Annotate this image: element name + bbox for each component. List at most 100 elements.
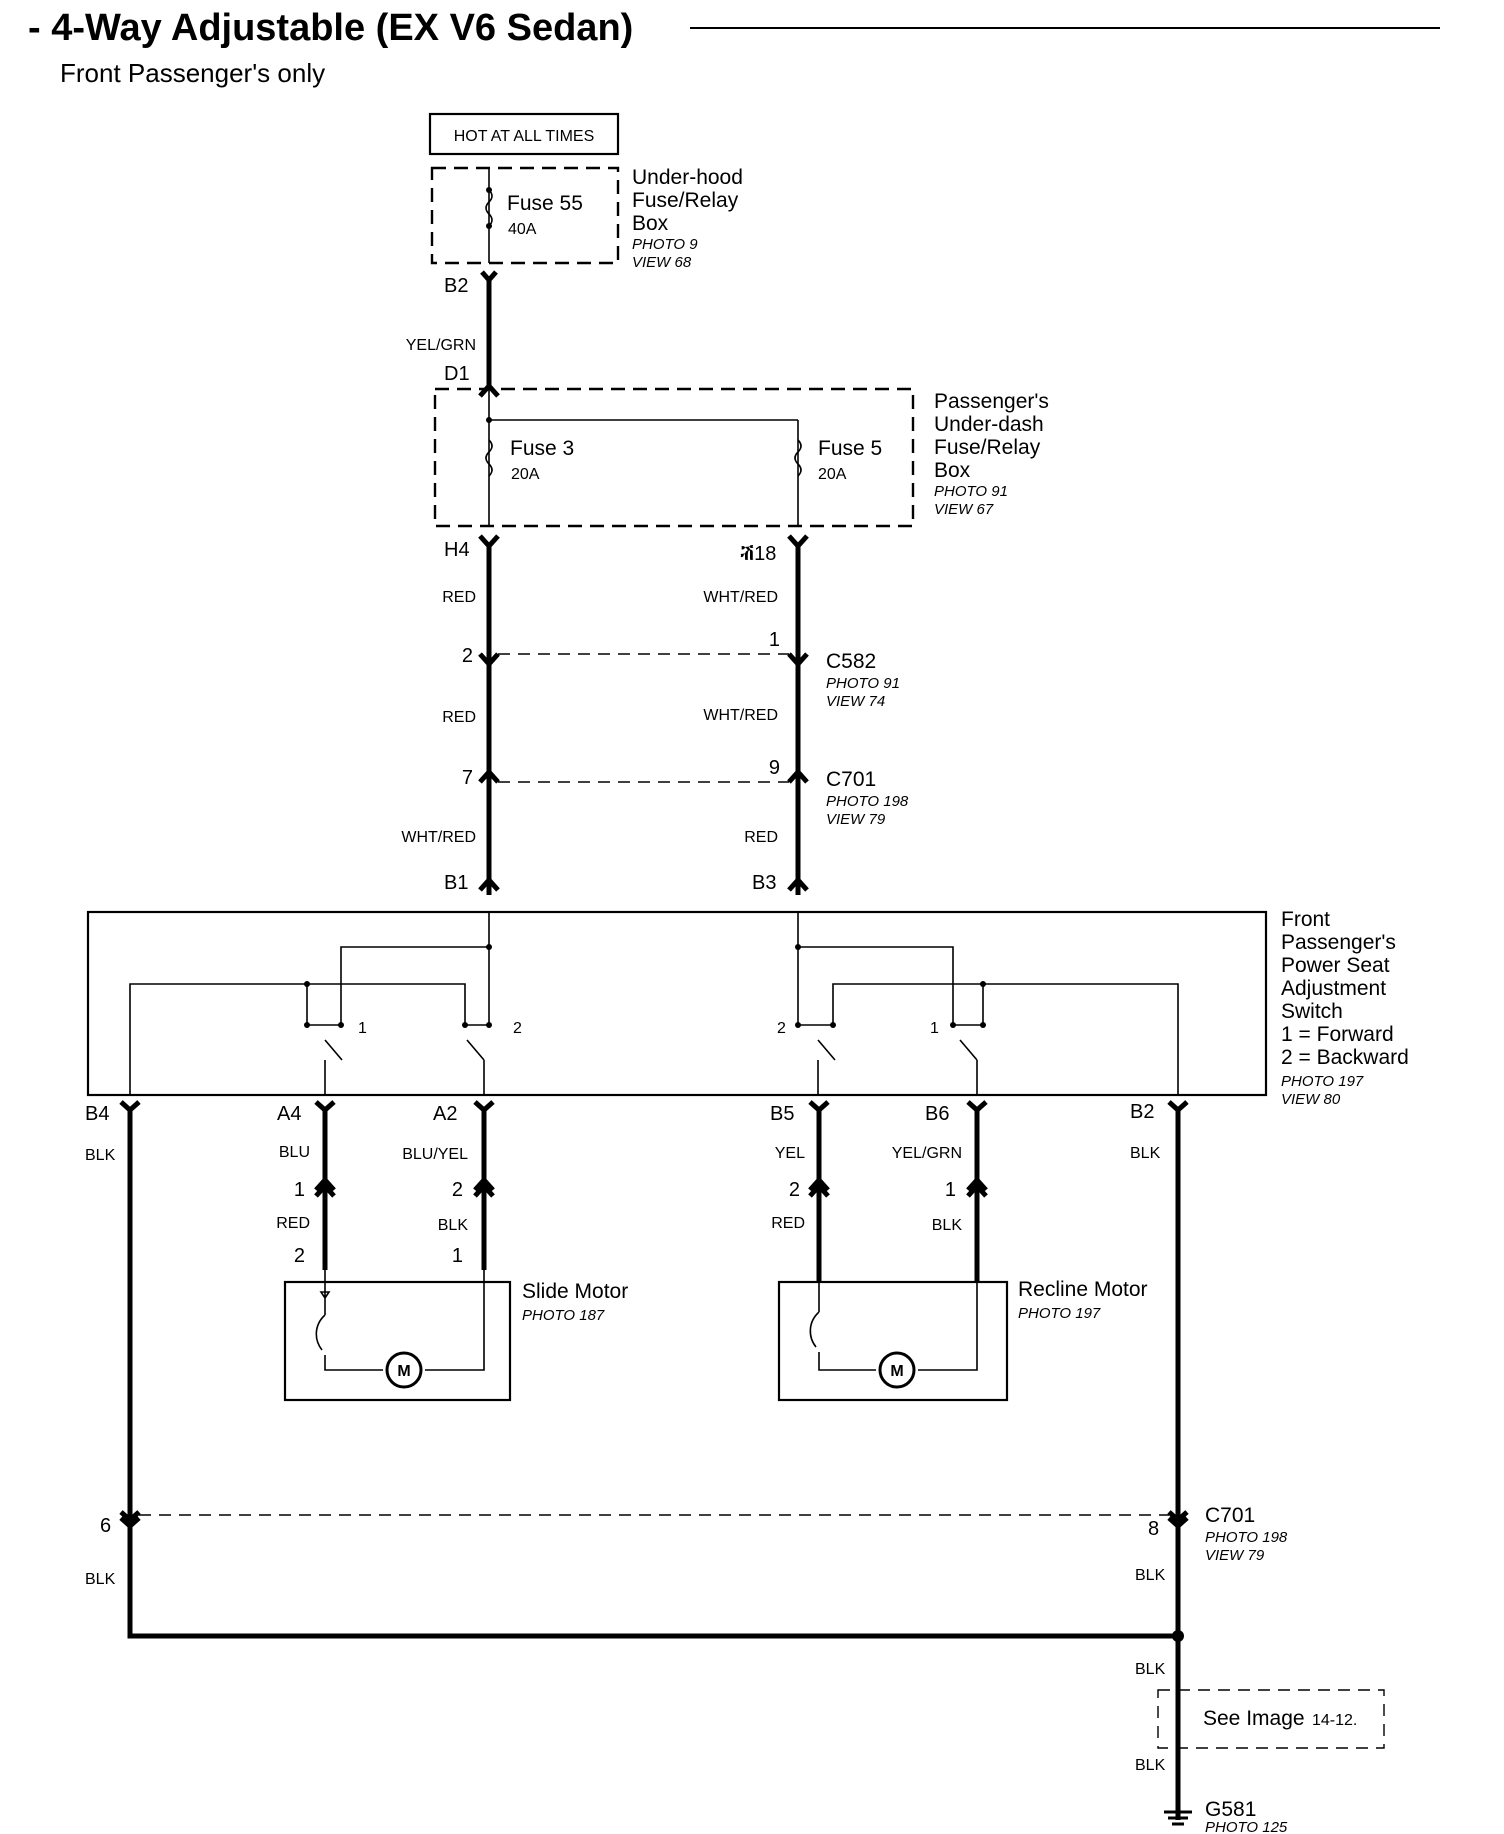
underhood-name-line-2: Fuse/Relay [632,189,739,212]
wire-label-a4-below: RED [276,1215,310,1232]
slide-motor-symbol [385,1351,423,1389]
switch-name-line-7: 2 = Backward [1281,1046,1409,1069]
fuse-3-name: Fuse 3 [510,437,574,460]
underdash-name-line-2: Under-dash [934,413,1044,436]
c701-upper-view-ref: VIEW 79 [826,811,886,828]
page-subtitle: Front Passenger's only [60,58,325,88]
switch-pin-b5: B5 [770,1103,794,1125]
power-source-label: HOT AT ALL TIMES [454,128,595,145]
motor-pin-a4: 2 [294,1245,305,1267]
switch-pin-b2: B2 [1130,1101,1154,1123]
wire-label-right-2: WHT/RED [703,707,778,724]
contact-node-8 [980,1022,986,1028]
c701-lower-pin-right: 8 [1148,1518,1159,1540]
wire-label-b6-below: BLK [932,1217,963,1234]
connector-a4 [314,1176,336,1198]
wire-label-left-3: WHT/RED [401,829,476,846]
c701-lower-name: C701 [1205,1504,1255,1527]
slide-motor-name: Slide Motor [522,1280,628,1303]
c701-upper-photo-ref: PHOTO 198 [826,793,909,810]
wire-label-right-1: WHT/RED [703,589,778,606]
switch-pin-a2: A2 [433,1103,457,1125]
c582-pin-right: 1 [769,629,780,651]
c582-photo-ref: PHOTO 91 [826,675,900,692]
conn-pin-b6: 1 [945,1179,956,1201]
switch-contact-label-1: 1 [358,1020,367,1037]
wire-label-b4: BLK [85,1147,116,1164]
c701-pin-left: 7 [462,767,473,789]
fuse-55-node-bottom [486,223,492,229]
conn-pin-a4: 1 [294,1179,305,1201]
contact-node-3 [462,1022,468,1028]
wire-label-b5-below: RED [771,1215,805,1232]
wire-label-a2-below: BLK [438,1217,469,1234]
underdash-name-line-1: Passenger's [934,390,1049,413]
switch-blade-1a [324,1039,343,1095]
underhood-fuse-box [430,166,620,265]
recline-motor-name: Recline Motor [1018,1278,1148,1301]
switch-contact-1b [953,984,984,1026]
c701-upper-name: C701 [826,768,876,791]
contact-node-1 [304,1022,310,1028]
fuse-5-name: Fuse 5 [818,437,882,460]
switch-right-feed-1 [797,912,954,1025]
fuse-55-name: Fuse 55 [507,192,583,215]
underdash-in-pin: D1 [444,363,470,385]
wire-a2 [473,1100,495,1270]
wire-a4 [314,1100,336,1270]
underhood-out-pin: B2 [444,275,468,297]
switch-blade-1b [959,1039,978,1095]
switch-pin-a4: A4 [277,1103,301,1125]
underdash-out-pin-b: ⶥ18 [740,543,776,565]
c701-lower-view-ref: VIEW 79 [1205,1547,1265,1564]
fuse-3-symbol [485,439,493,477]
underhood-name-line-1: Under-hood [632,166,743,189]
switch-left-feed-node [486,944,492,950]
recline-motor-lead-b [918,1282,978,1371]
ground-symbol [1164,1810,1192,1826]
wire-label-ground-2: BLK [1135,1757,1166,1774]
wire-b4-ground [119,1100,1178,1639]
slide-motor-box [283,1280,512,1402]
switch-name-line-6: 1 = Forward [1281,1023,1394,1046]
recline-motor-symbol-label: M [890,1363,903,1380]
c582-pin-left: 2 [462,645,473,667]
recline-motor-symbol [878,1351,916,1389]
switch-left-feed-1 [340,912,490,1025]
switch-right-ground-bus [983,983,1179,1095]
switch-name-line-4: Adjustment [1281,977,1386,1000]
underhood-photo-ref: PHOTO 9 [632,236,698,253]
switch-blade-2b [817,1039,836,1095]
underdash-photo-ref: PHOTO 91 [934,483,1008,500]
slide-motor-limit-switch [315,1300,383,1371]
c701-lower-photo-ref: PHOTO 198 [1205,1529,1288,1546]
underdash-name-line-3: Fuse/Relay [934,436,1041,459]
wire-b2-ground [1167,1100,1189,1636]
see-reference-page[interactable]: 14-12. [1312,1712,1357,1729]
wire-b6 [966,1100,988,1282]
power-seat-switch-box [86,910,1268,1097]
switch-contact-label-2: 2 [513,1020,522,1037]
switch-contact-1a [306,984,341,1026]
fuse-55-symbol [485,189,493,227]
switch-name-line-5: Switch [1281,1000,1343,1023]
contact-node-7 [950,1022,956,1028]
ground-photo-ref: PHOTO 125 [1205,1819,1288,1834]
underdash-out-pin-a: H4 [444,539,470,561]
switch-pin-b1: B1 [444,872,468,894]
wire-label-b5: YEL [775,1145,805,1162]
slide-motor-lead-b [425,1270,485,1371]
underhood-view-ref: VIEW 68 [632,254,692,271]
underdash-name-line-4: Box [934,459,971,482]
wire-label-yel-grn: YEL/GRN [406,337,476,354]
wire-label-a4: BLU [279,1144,310,1161]
slide-motor-photo-ref: PHOTO 187 [522,1307,605,1324]
switch-right-ground-link [832,983,983,1025]
fuse-5-symbol [794,439,802,477]
wire-label-c701-right: BLK [1135,1567,1166,1584]
switch-left-ground-link [307,983,466,1025]
contact-node-5 [795,1022,801,1028]
fuse-55-node-top [486,187,492,193]
connector-b5 [808,1176,830,1198]
